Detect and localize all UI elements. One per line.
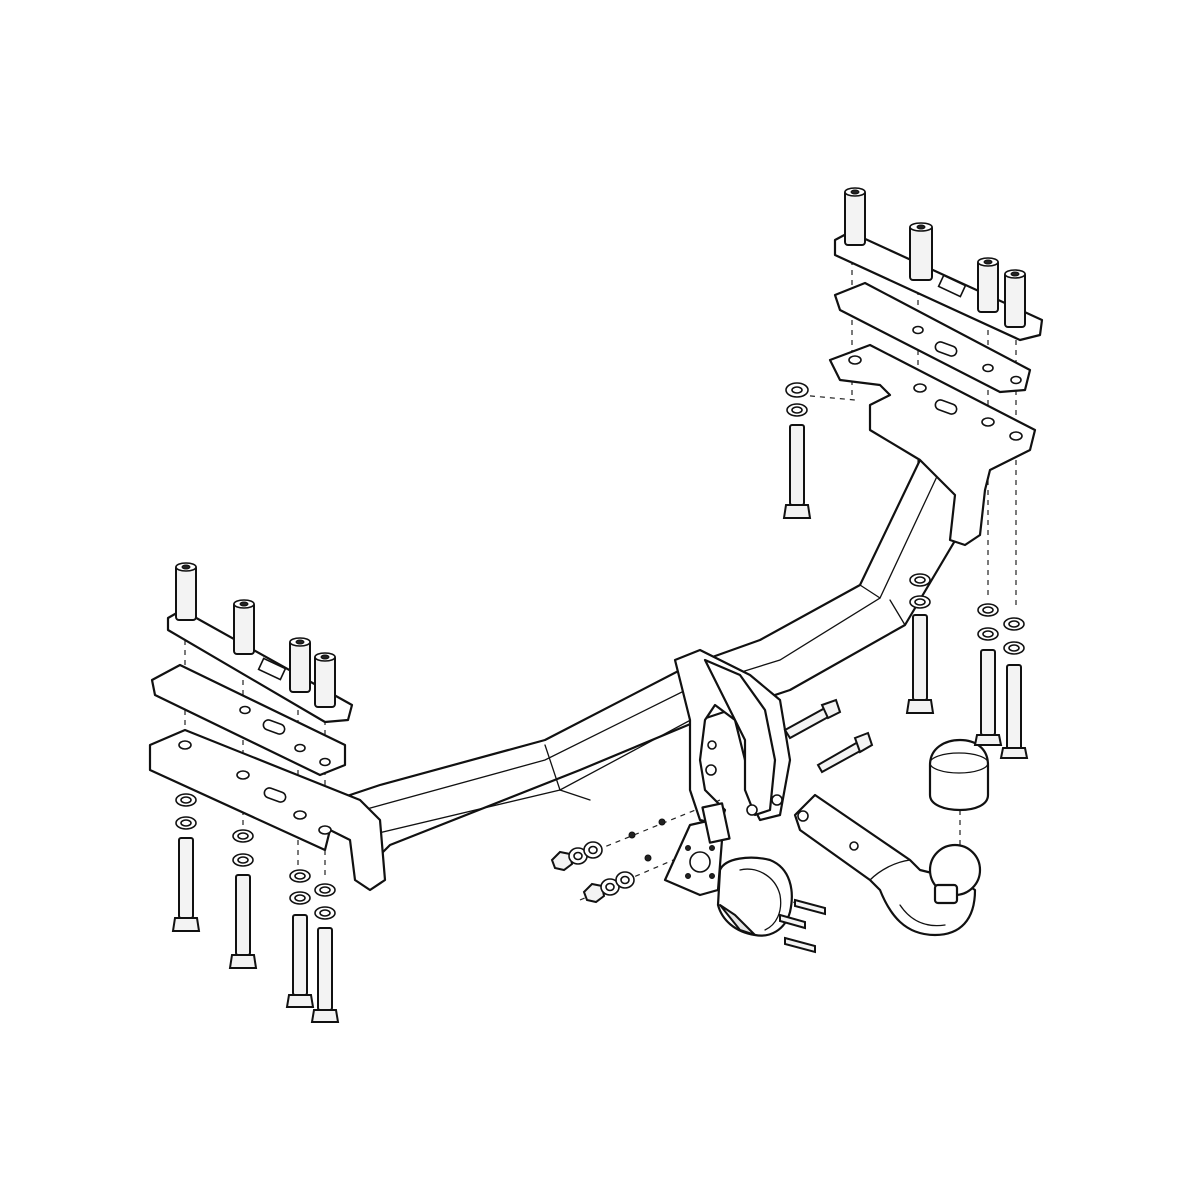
electrical-socket-icon [716, 856, 793, 937]
left-mounting-bracket [148, 728, 387, 892]
tow-ball-neck [793, 793, 977, 937]
socket-screws [779, 898, 826, 954]
tow-ball [928, 843, 982, 905]
right-bolt-stack-1 [905, 573, 935, 714]
center-nuts-washers [550, 818, 666, 904]
left-spacer-plate [150, 663, 347, 777]
center-cross-bolts [783, 698, 874, 774]
left-bolt-stack-3 [285, 869, 315, 1008]
right-spacer-plate [833, 281, 1032, 394]
left-bolt-stack-2 [228, 829, 258, 969]
socket-mounting-plate [663, 802, 731, 897]
left-spacer-tubes [175, 562, 336, 708]
tow-ball-cap [928, 738, 990, 812]
left-bolt-stack-1 [171, 793, 201, 932]
right-bolt-stack-3 [999, 617, 1029, 759]
right-upper-bolt [782, 382, 812, 519]
left-bolt-stack-4 [310, 883, 340, 1023]
right-spacer-tubes [844, 187, 1026, 328]
bracket-hole [848, 355, 862, 365]
center-hitch-plate [673, 648, 792, 827]
right-bolt-stack-2 [973, 603, 1003, 746]
main-crossbar [333, 458, 987, 862]
right-mounting-bracket [828, 343, 1037, 547]
